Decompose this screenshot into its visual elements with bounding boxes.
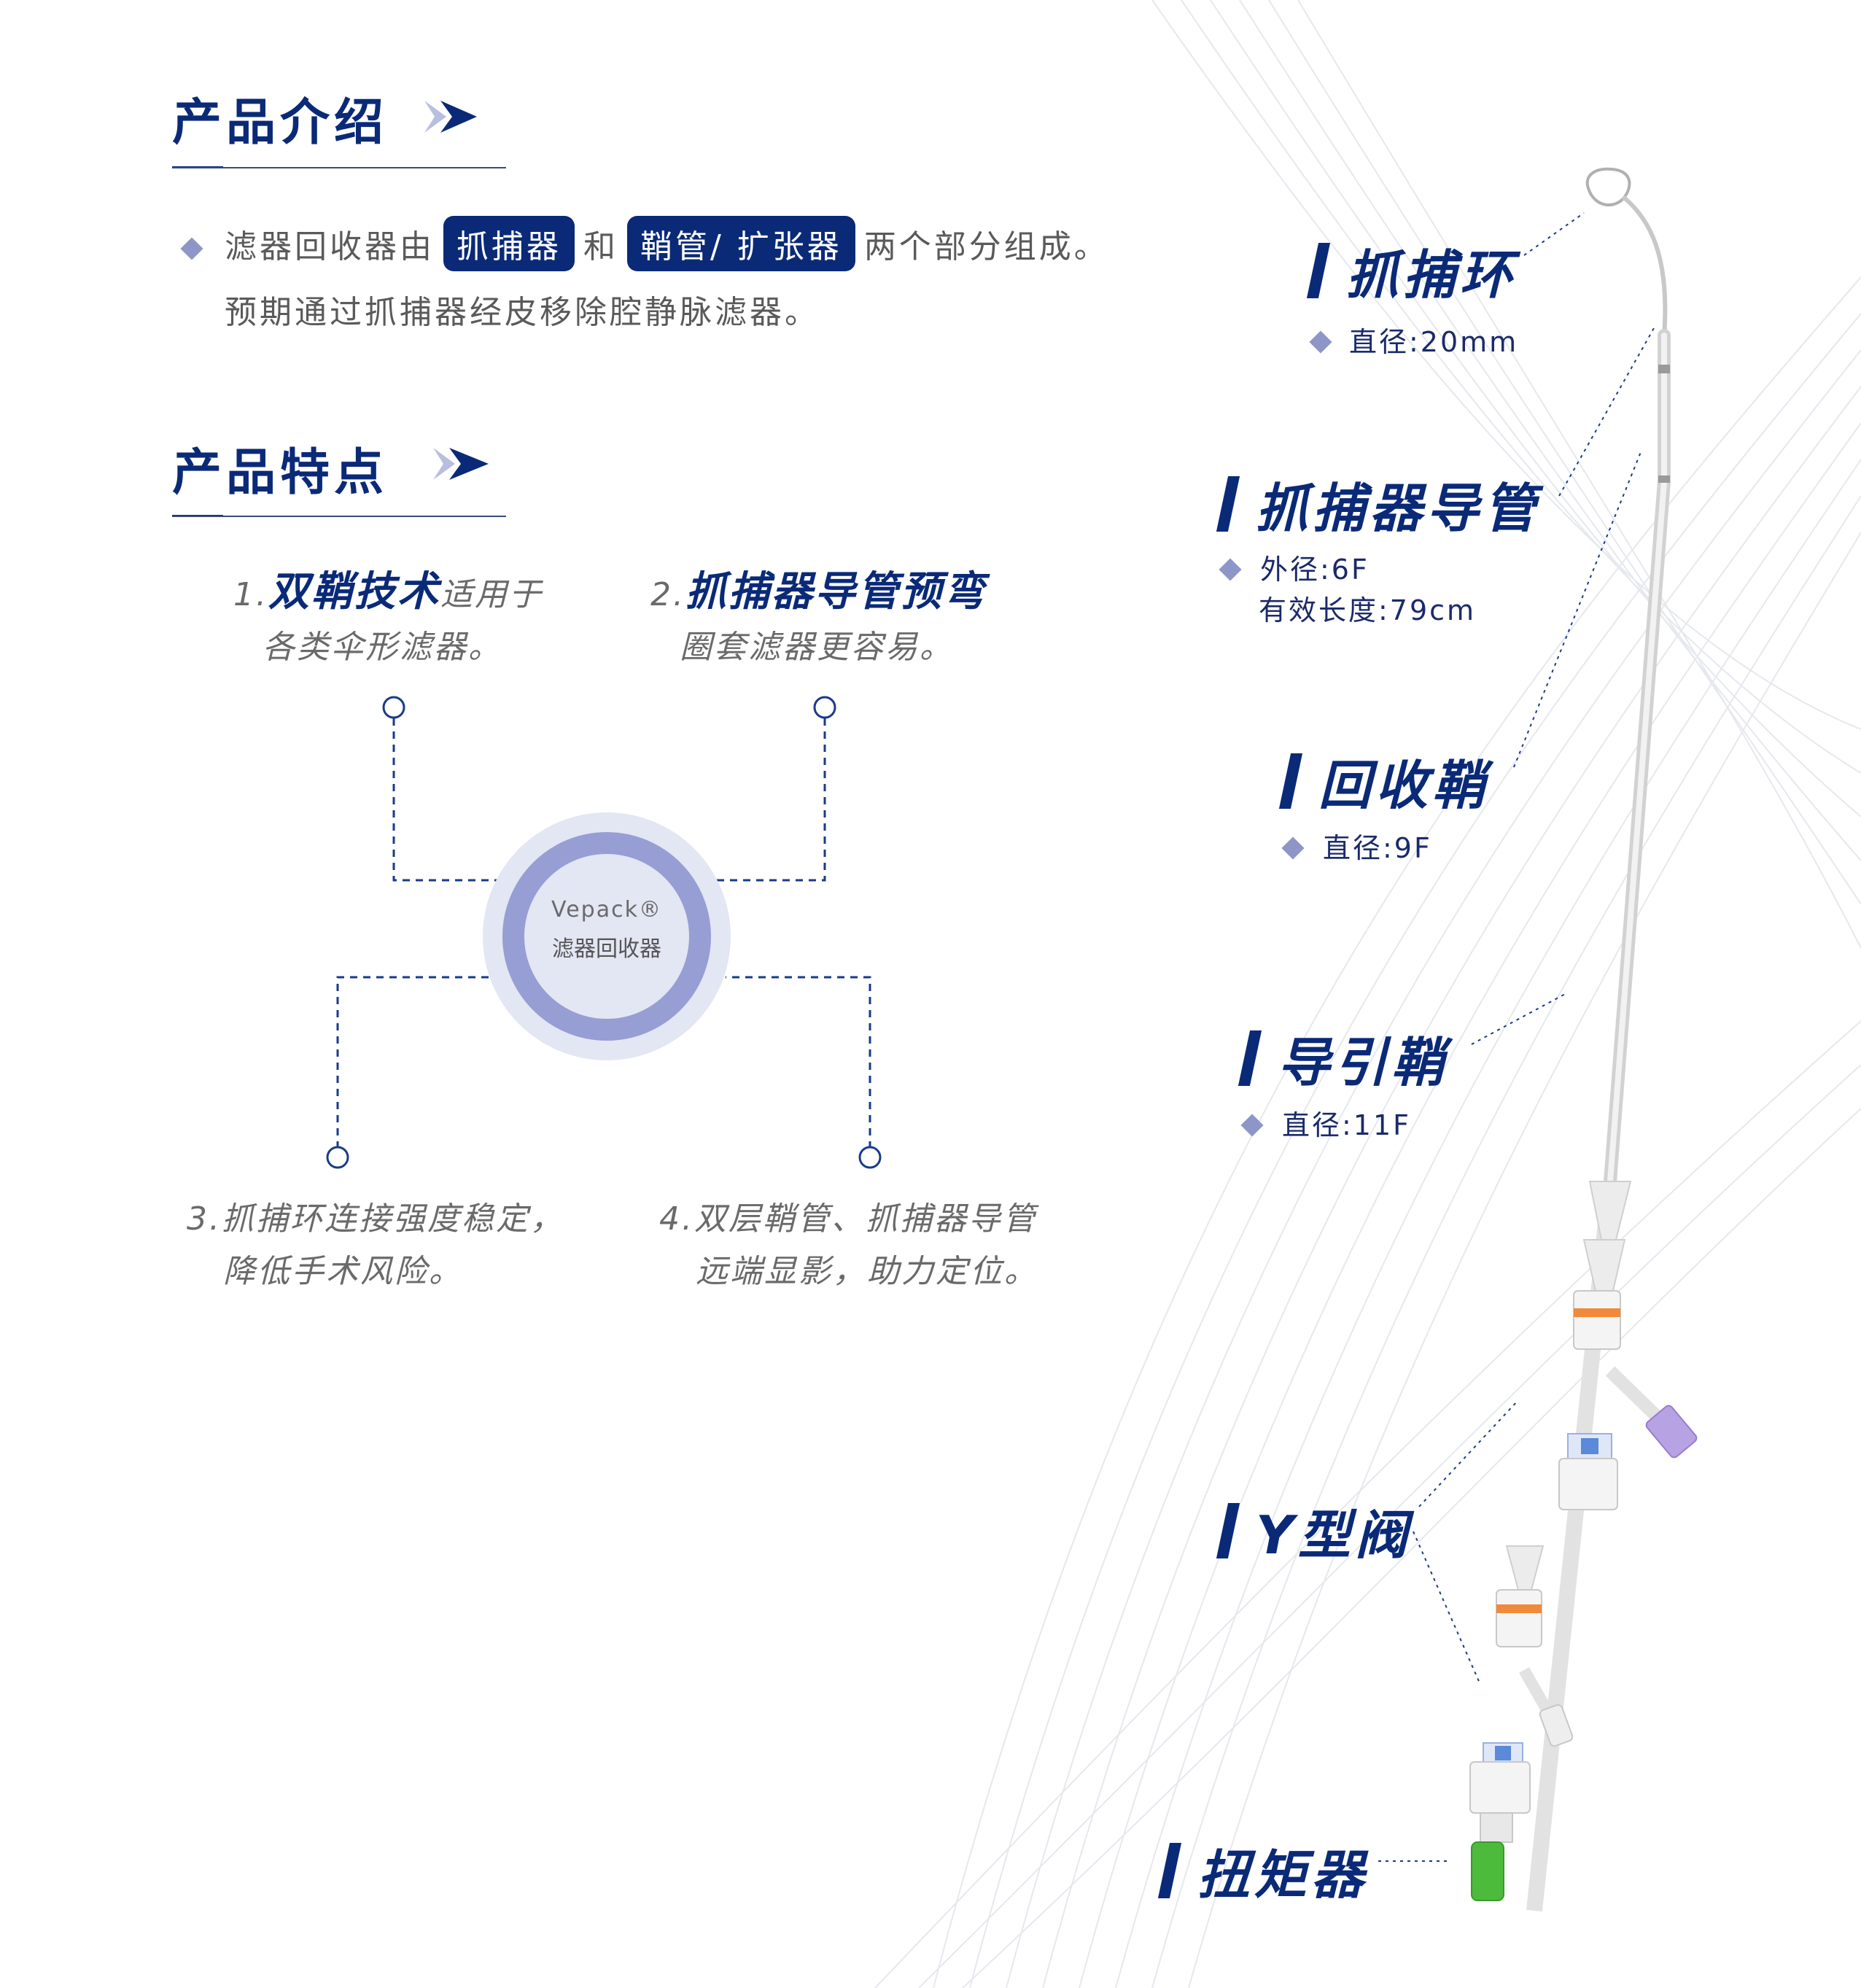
feature-3-rest: 抓捕环连接强度稳定， — [221, 1200, 564, 1238]
feature-4-line2: 远端显影，助力定位。 — [696, 1253, 1038, 1290]
part-spec: 外径:6F — [1260, 554, 1369, 586]
spec-diamond-icon — [1219, 558, 1242, 581]
part-spec: 直径:11F — [1282, 1109, 1412, 1141]
feature-1-line2: 各类伞形滤器。 — [263, 629, 502, 666]
intro-line-2: 预期通过抓捕器经皮移除腔静脉滤器。 — [225, 294, 820, 331]
center-name: 滤器回收器 — [552, 936, 661, 962]
intro-title: 产品介绍 — [172, 94, 389, 152]
feature-1: 1.双鞘技术适用于 各类伞形滤器。 — [233, 566, 543, 674]
part-spec: 直径:9F — [1323, 832, 1432, 864]
feature-3-line2: 降低手术风险。 — [223, 1253, 463, 1290]
part-introducer-sheath: 导引鞘 直径:11F — [1238, 1020, 1449, 1146]
part-name: 导引鞘 — [1278, 1032, 1449, 1093]
feature-1-rest: 适用于 — [440, 576, 543, 613]
feature-2-num: 2. — [650, 576, 685, 613]
spec-diamond-icon — [1281, 836, 1305, 860]
pill-sheath-dilator: 鞘管/ 扩张器 — [627, 216, 855, 271]
feature-3-num: 3. — [187, 1200, 222, 1238]
part-spec: 有效长度:79cm — [1259, 594, 1477, 626]
feature-2-bold: 抓捕器导管预弯 — [685, 568, 987, 616]
intro-text-b: 和 — [583, 228, 618, 265]
bullet-diamond-icon — [180, 237, 203, 260]
feature-1-num: 1. — [233, 576, 268, 613]
features-title: 产品特点 — [172, 444, 389, 502]
center-brand: Vepack® — [551, 897, 662, 923]
intro-text-a: 滤器回收器由 — [225, 228, 435, 265]
feature-2-line2: 圈套滤器更容易。 — [680, 629, 954, 666]
feature-2: 2.抓捕器导管预弯 圈套滤器更容易。 — [650, 566, 987, 674]
features-rule — [172, 516, 506, 517]
feature-4: 4.双层鞘管、抓捕器导管 远端显影，助力定位。 — [659, 1193, 1038, 1298]
part-spec: 直径:20mm — [1349, 326, 1519, 358]
part-y-valve: Y型阀 — [1216, 1492, 1413, 1569]
part-name: 回收鞘 — [1318, 755, 1490, 816]
part-snare-catheter: 抓捕器导管 外径:6F 有效长度:79cm — [1216, 465, 1541, 631]
intro-rule — [172, 167, 506, 168]
part-name: Y型阀 — [1256, 1504, 1413, 1566]
feature-1-bold: 双鞘技术 — [268, 568, 440, 616]
part-name: 抓捕器导管 — [1256, 478, 1541, 539]
part-torque-device: 扭矩器 — [1157, 1832, 1369, 1909]
part-retrieval-sheath: 回收鞘 直径:9F — [1278, 742, 1490, 869]
part-name: 抓捕环 — [1346, 244, 1518, 306]
spec-diamond-icon — [1309, 330, 1332, 354]
intro-text-c: 两个部分组成。 — [863, 228, 1109, 265]
feature-4-rest: 双层鞘管、抓捕器导管 — [693, 1200, 1037, 1238]
pill-snare: 抓捕器 — [443, 216, 575, 271]
intro-line-1: 滤器回收器由抓捕器和鞘管/ 扩张器两个部分组成。 — [180, 216, 1109, 271]
feature-3: 3.抓捕环连接强度稳定， 降低手术风险。 — [187, 1193, 564, 1298]
feature-4-num: 4. — [659, 1200, 694, 1238]
part-name: 扭矩器 — [1197, 1844, 1369, 1906]
part-snare-loop: 抓捕环 直径:20mm — [1306, 232, 1519, 362]
spec-diamond-icon — [1240, 1114, 1264, 1137]
